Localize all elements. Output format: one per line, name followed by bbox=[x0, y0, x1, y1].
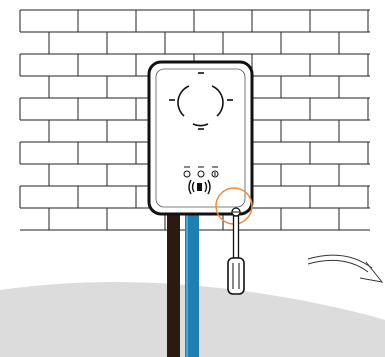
status-indicators bbox=[183, 166, 219, 178]
charger-body bbox=[147, 60, 254, 216]
brown-cable bbox=[167, 212, 180, 357]
charging-indicator-icon bbox=[197, 166, 205, 178]
blue-cable bbox=[185, 212, 199, 357]
charger-inner-bezel bbox=[155, 68, 246, 208]
power-indicator-icon bbox=[183, 166, 191, 178]
charger-unit bbox=[147, 60, 254, 216]
fault-indicator-icon bbox=[211, 166, 219, 178]
direction-arrow-icon bbox=[307, 254, 384, 283]
light-ring-icon bbox=[169, 72, 233, 130]
screwdriver-icon bbox=[227, 207, 245, 295]
rfid-icon bbox=[188, 179, 211, 195]
